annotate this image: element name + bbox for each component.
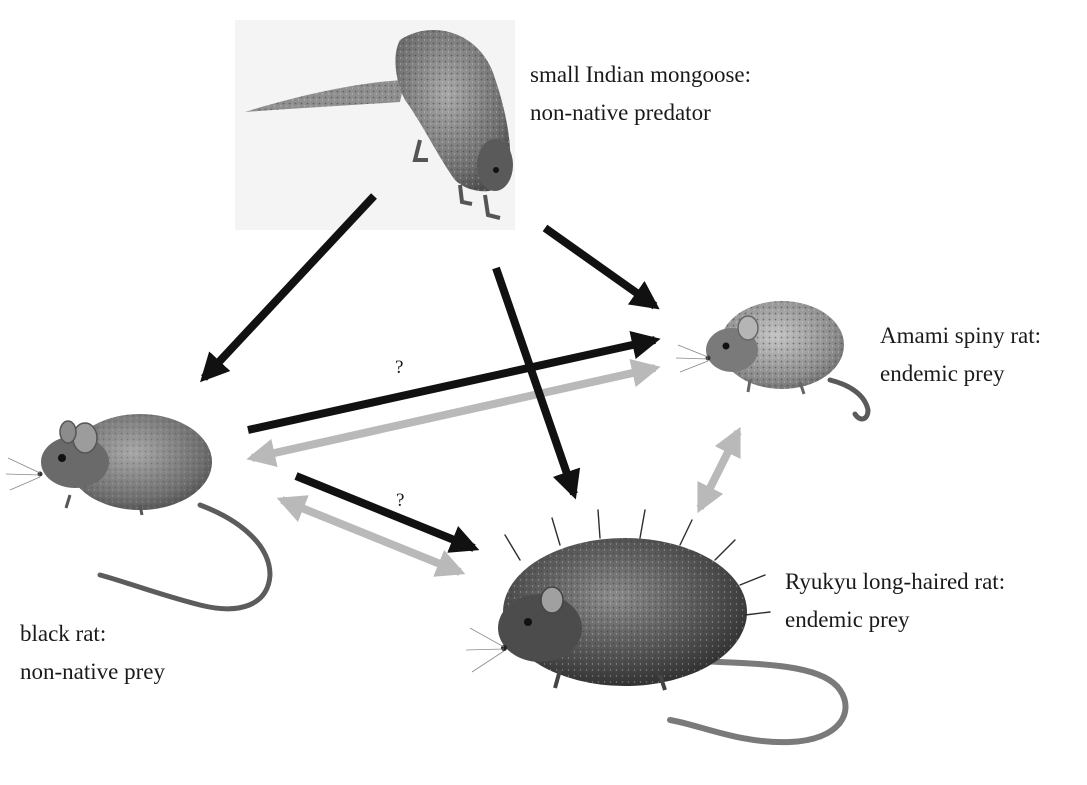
arrow-blackrat-to-spinyrat (247, 330, 661, 434)
black-rat-role: non-native prey (20, 659, 165, 684)
uncertain-mark-black-to-longhaired: ? (396, 490, 405, 511)
long-haired-rat-role: endemic prey (785, 607, 910, 632)
mongoose-role: non-native predator (530, 100, 711, 125)
black-rat-name: black rat: (20, 621, 107, 646)
arrow-mongoose-to-blackrat (200, 193, 377, 383)
arrow-spiny-blackrat-competition (246, 358, 661, 468)
arrow-mongoose-to-longhairedrat (492, 266, 581, 500)
predation-arrows (200, 193, 661, 553)
long-haired-rat-label: Ryukyu long-haired rat: endemic prey (785, 563, 1005, 639)
spiny-rat-label: Amami spiny rat: endemic prey (880, 317, 1041, 393)
arrow-blackrat-longhaired-competition (276, 495, 466, 577)
black-rat-label: black rat: non-native prey (20, 615, 165, 691)
amami-spiny-rat-illustration (675, 301, 871, 422)
arrow-mongoose-to-spinyrat (542, 224, 660, 310)
ryukyu-long-haired-rat-illustration (465, 509, 849, 746)
mongoose-illustration (235, 20, 515, 230)
competition-arrows (246, 358, 742, 577)
black-rat-illustration (5, 414, 273, 612)
arrow-blackrat-to-longhairedrat (294, 472, 480, 553)
spiny-rat-name: Amami spiny rat: (880, 323, 1041, 348)
mongoose-label: small Indian mongoose: non-native predat… (530, 56, 751, 132)
spiny-rat-role: endemic prey (880, 361, 1005, 386)
arrow-spiny-longhaired-competition (696, 426, 742, 514)
mongoose-name: small Indian mongoose: (530, 62, 752, 87)
uncertain-mark-black-to-spiny: ? (395, 357, 404, 378)
long-haired-rat-name: Ryukyu long-haired rat: (785, 569, 1006, 594)
